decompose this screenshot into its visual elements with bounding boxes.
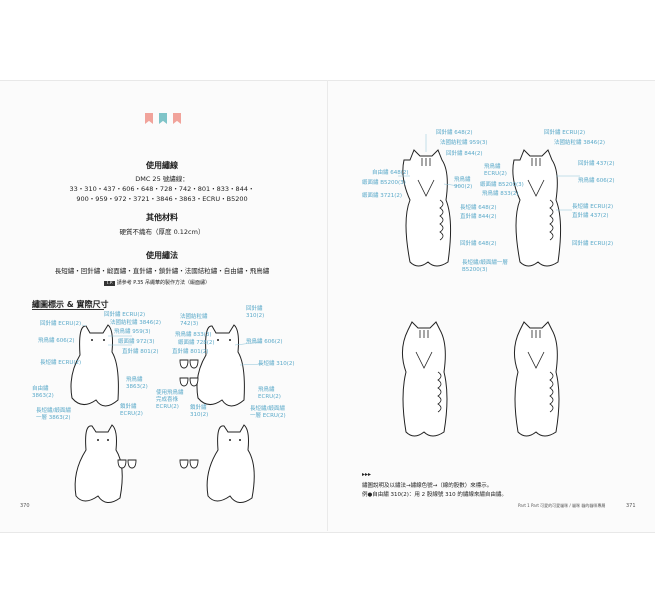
label: 鎖針繡 ECRU(2)	[120, 404, 143, 417]
collars	[415, 179, 545, 369]
label: 回針繡 310(2)	[246, 306, 265, 319]
label: 飛鳥繡 833(2)	[482, 191, 519, 197]
label: 飛鳥繡 ECRU(2)	[258, 387, 281, 400]
label: 回針繡 648(2)	[436, 130, 473, 136]
thread-line-1: 33・310・437・606・648・728・742・801・833・844・	[69, 185, 255, 193]
cat-faces	[91, 339, 241, 441]
label: 飛鳥繡 959(3)	[114, 329, 151, 335]
arrow-icon: ▸▸▸	[362, 471, 372, 478]
label: 回針繡 ECRU(2)	[40, 321, 82, 327]
label: 法國結粒繡 959(3)	[440, 140, 488, 146]
label: 直針繡 801(2)	[172, 349, 209, 355]
label: 直針繡 437(2)	[572, 213, 609, 219]
label: 長短繡 ECRU(2)	[40, 360, 82, 366]
label: 緞面繡 3721(2)	[362, 193, 403, 199]
long-cat-outline	[402, 149, 452, 267]
label: 長短繡 310(2)	[258, 361, 295, 367]
decor-flag	[145, 113, 153, 124]
tabby-stripes	[419, 158, 554, 413]
label: 飛鳥繡 900(2)	[454, 177, 473, 190]
thread-line-2: 900・959・972・3721・3846・3863・ECRU・B5200	[76, 195, 248, 203]
label: 回針繡 437(2)	[578, 161, 615, 167]
label: 緞面繡 728(2)	[178, 340, 215, 346]
label: 自由繡 648(2)	[372, 170, 409, 176]
cat-outline	[206, 424, 255, 503]
tip-line: T.P. 請參考 P.35 吊繩華的製作方法（緞面繡）	[104, 279, 210, 286]
label: 回針繡 648(2)	[460, 241, 497, 247]
label: 長短繡 648(2)	[460, 205, 497, 211]
other-line: 硬質不織布（厚度 0.12cm）	[119, 228, 205, 236]
label: 飛鳥繡 606(2)	[38, 338, 75, 344]
label: 回針繡 ECRU(2)	[104, 312, 146, 318]
decor-flag	[159, 113, 167, 124]
cat-outline	[196, 324, 245, 407]
stitch-title: 使用繡法	[146, 251, 178, 260]
other-title: 其他材料	[146, 213, 178, 222]
note-line-1: 繡圖說明及以繡法→繡線色號→（線的股數）來標示。	[362, 483, 493, 489]
stitch-line: 長短繡・回針繡・緞面繡・直針繡・鎖針繡・法國結粒繡・自由繡・飛鳥繡	[54, 267, 270, 275]
label: 長短繡 ECRU(2)	[572, 204, 614, 210]
page-number-left: 370	[20, 503, 30, 509]
thread-title: 使用繡線	[146, 161, 178, 170]
paw-pieces	[117, 359, 199, 469]
label: 緞面繡 B5200(3)	[480, 182, 524, 188]
label: 自由繡 3863(2)	[32, 386, 54, 399]
tip-tag: T.P.	[104, 281, 116, 286]
label: 法國結粒繡 3846(2)	[110, 320, 162, 326]
label: 緞面繡 B5200(3)	[362, 180, 406, 186]
label: 長短繡/緞面繡一層 B5200(3)	[462, 260, 508, 273]
label: 直針繡 844(2)	[460, 214, 497, 220]
label: 飛鳥繡 ECRU(2)	[484, 164, 507, 177]
label: 飛鳥繡 3863(2)	[126, 377, 148, 390]
long-cat-outline	[402, 321, 448, 437]
leader-lines	[81, 324, 263, 366]
title-rule	[32, 309, 104, 310]
leader-lines	[398, 134, 580, 211]
diagram-title: 繡圖標示 & 實際尺寸	[32, 300, 109, 309]
label: 法國結粒繡 742(3)	[180, 314, 208, 327]
label: 回針繡 ECRU(2)	[544, 130, 586, 136]
label: 飛鳥繡 833(3)	[175, 332, 212, 338]
label: 使用飛鳥繡 完成喜祿 ECRU(2)	[156, 390, 184, 410]
label: 鎖針繡 310(2)	[190, 405, 209, 418]
page-fold	[327, 80, 328, 531]
label: 飛鳥繡 606(2)	[578, 178, 615, 184]
label: 回針繡 ECRU(2)	[572, 241, 614, 247]
page-number-right: 371	[626, 503, 636, 509]
tip-text: 請參考 P.35 吊繩華的製作方法（緞面繡）	[116, 280, 211, 286]
label: 回針繡 844(2)	[446, 151, 483, 157]
label: 直針繡 801(2)	[122, 349, 159, 355]
label: 長短繡/緞面繡一層 ECRU(2)	[250, 406, 286, 419]
running-footer: Part 1 Part 可愛的可愛貓咪 / 貓咪 貓的貓咪專屬	[518, 503, 606, 508]
long-cat-outline	[514, 321, 560, 437]
label: 飛鳥繡 606(2)	[246, 339, 283, 345]
thread-brand: DMC 25 號繡線：	[135, 175, 189, 183]
label: 法國結粒繡 3846(2)	[554, 140, 606, 146]
long-cat-outline	[512, 149, 562, 267]
cat-outline	[70, 324, 119, 407]
label: 緞面繡 972(3)	[118, 339, 155, 345]
cat-outline	[74, 424, 123, 503]
label: 長短繡/緞面繡一層 3863(2)	[36, 408, 71, 421]
note-line-2: 例●自由繡 310(2)：用 2 股線號 310 的繡線來繡自由繡。	[362, 492, 507, 498]
decor-flag	[173, 113, 181, 124]
